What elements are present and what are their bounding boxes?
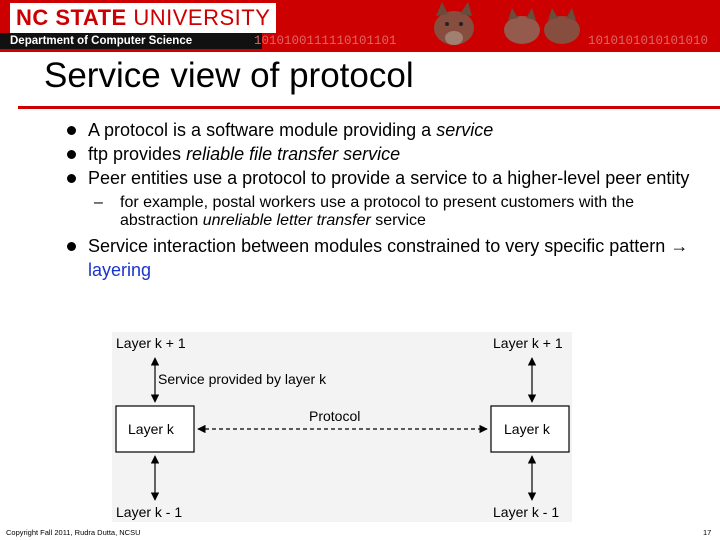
copyright-footer: Copyright Fall 2011, Rudra Dutta, NCSU xyxy=(6,528,141,537)
bullet-text: A protocol is a software module providin… xyxy=(88,120,437,140)
left-layer-box-label: Layer k xyxy=(128,421,175,437)
university-logo: NC STATE UNIVERSITY xyxy=(10,3,277,33)
page-number: 17 xyxy=(703,528,712,537)
logo-light-text: UNIVERSITY xyxy=(133,5,271,30)
bullet-item: ftp provides reliable file transfer serv… xyxy=(64,142,704,166)
bullet-text: ftp provides xyxy=(88,144,187,164)
title-rule xyxy=(18,106,720,109)
bottom-left-layer-label: Layer k - 1 xyxy=(116,504,182,520)
bullet-item: Peer entities use a protocol to provide … xyxy=(64,166,704,190)
right-layer-box xyxy=(490,405,570,453)
service-label: Service provided by layer k xyxy=(158,371,327,387)
sub-bullet-item: –for example, postal workers use a proto… xyxy=(94,194,704,230)
header-banner: NC STATE UNIVERSITY Department of Comput… xyxy=(0,0,720,52)
right-layer-box-label: Layer k xyxy=(504,421,551,437)
bullet-emphasis: service xyxy=(436,120,494,140)
bullet-item: Service interaction between modules cons… xyxy=(64,234,704,282)
left-layer-box xyxy=(115,405,195,453)
top-right-layer-label: Layer k + 1 xyxy=(493,335,563,351)
layering-diagram: Layer k + 1 Layer k + 1 Service provided… xyxy=(112,332,572,522)
bottom-right-layer-label: Layer k - 1 xyxy=(493,504,559,520)
bullet-item: A protocol is a software module providin… xyxy=(64,118,704,142)
sub-bullet-text: for example, postal workers use a protoc… xyxy=(120,194,635,229)
protocol-label: Protocol xyxy=(309,408,360,424)
bullet-text: Peer entities use a protocol to provide … xyxy=(88,168,690,188)
logo-bold-text: NC STATE xyxy=(16,5,127,30)
top-left-layer-label: Layer k + 1 xyxy=(116,335,186,351)
wolf-head-icon xyxy=(434,2,474,45)
bullet-text: Service interaction between modules cons… xyxy=(88,236,671,256)
right-arrow-icon: → xyxy=(670,236,689,256)
bullet-emphasis: reliable file transfer service xyxy=(186,144,401,164)
wolf-pack-icon xyxy=(504,8,580,44)
slide-title: Service view of protocol xyxy=(44,56,414,95)
department-name: Department of Computer Science xyxy=(0,33,262,49)
binary-decoration-right: 1010101010101010 xyxy=(588,34,709,48)
sub-bullet-text-end: service xyxy=(370,212,426,229)
binary-decoration-left: 1010100111110101101 xyxy=(254,34,397,48)
sub-bullet-emphasis: unreliable letter transfer xyxy=(202,212,371,229)
dash-marker: – xyxy=(94,194,103,211)
bullet-list: A protocol is a software module providin… xyxy=(64,118,704,282)
layering-highlight: layering xyxy=(88,260,152,280)
